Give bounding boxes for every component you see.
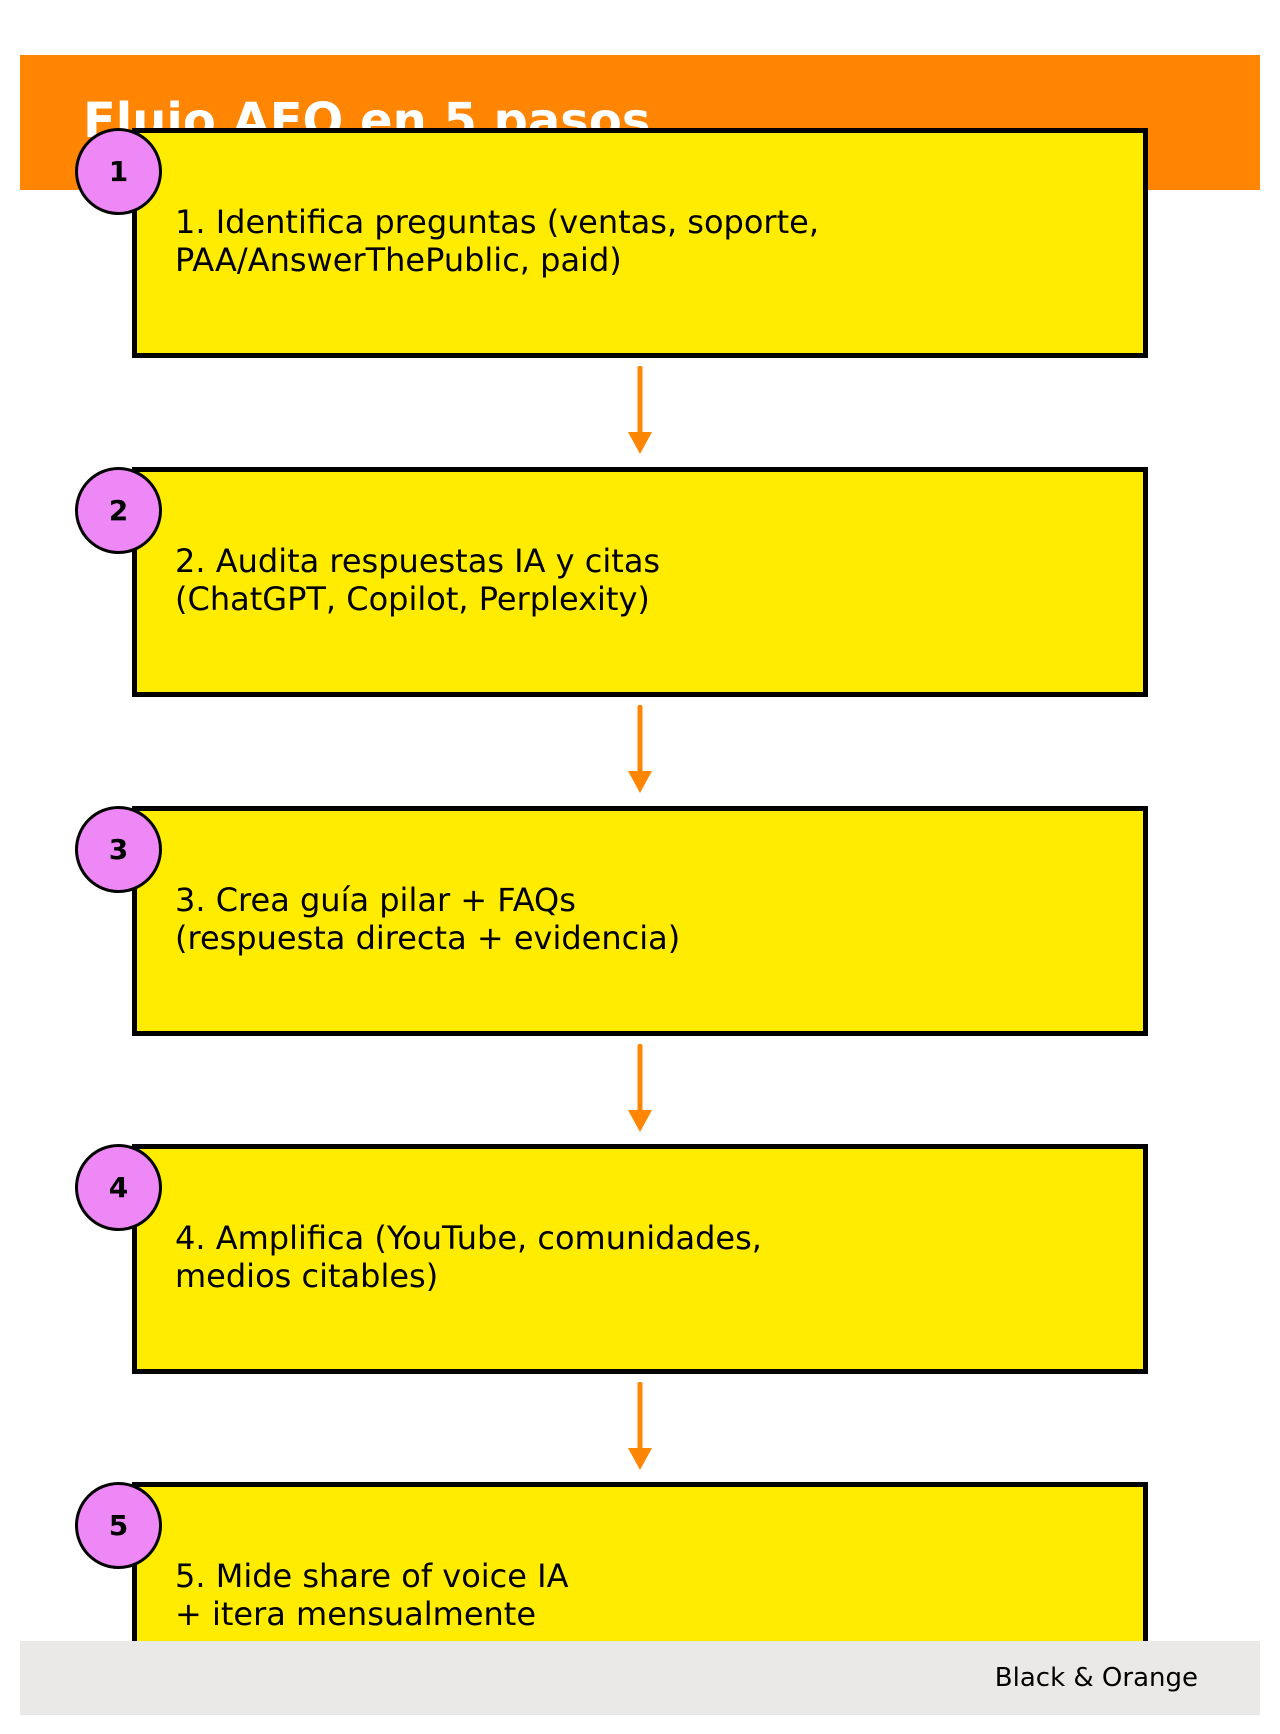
step-text-2: 2. Audita respuestas IA y citas (ChatGPT… [175, 542, 661, 618]
step-number-badge-3: 3 [75, 806, 162, 893]
step-box-2: 2. Audita respuestas IA y citas (ChatGPT… [132, 467, 1148, 697]
step-box-4: 4. Amplifica (YouTube, comunidades, medi… [132, 1144, 1148, 1374]
flow-arrow-4-5 [628, 1382, 652, 1470]
step-number-badge-4: 4 [75, 1144, 162, 1231]
step-number-badge-1: 1 [75, 128, 162, 215]
step-box-1: 1. Identifica preguntas (ventas, soporte… [132, 128, 1148, 358]
flow-arrow-2-3 [628, 705, 652, 793]
step-number-badge-5: 5 [75, 1482, 162, 1569]
step-text-1: 1. Identifica preguntas (ventas, soporte… [175, 203, 819, 279]
step-number-badge-2: 2 [75, 467, 162, 554]
footer-brand: Black & Orange [994, 1663, 1198, 1693]
step-box-3: 3. Crea guía pilar + FAQs (respuesta dir… [132, 806, 1148, 1036]
step-text-5: 5. Mide share of voice IA + itera mensua… [175, 1557, 569, 1633]
flow-arrow-1-2 [628, 366, 652, 454]
flow-arrow-3-4 [628, 1044, 652, 1132]
step-text-3: 3. Crea guía pilar + FAQs (respuesta dir… [175, 881, 681, 957]
footer-bar: Black & Orange [20, 1641, 1260, 1715]
step-text-4: 4. Amplifica (YouTube, comunidades, medi… [175, 1219, 762, 1295]
